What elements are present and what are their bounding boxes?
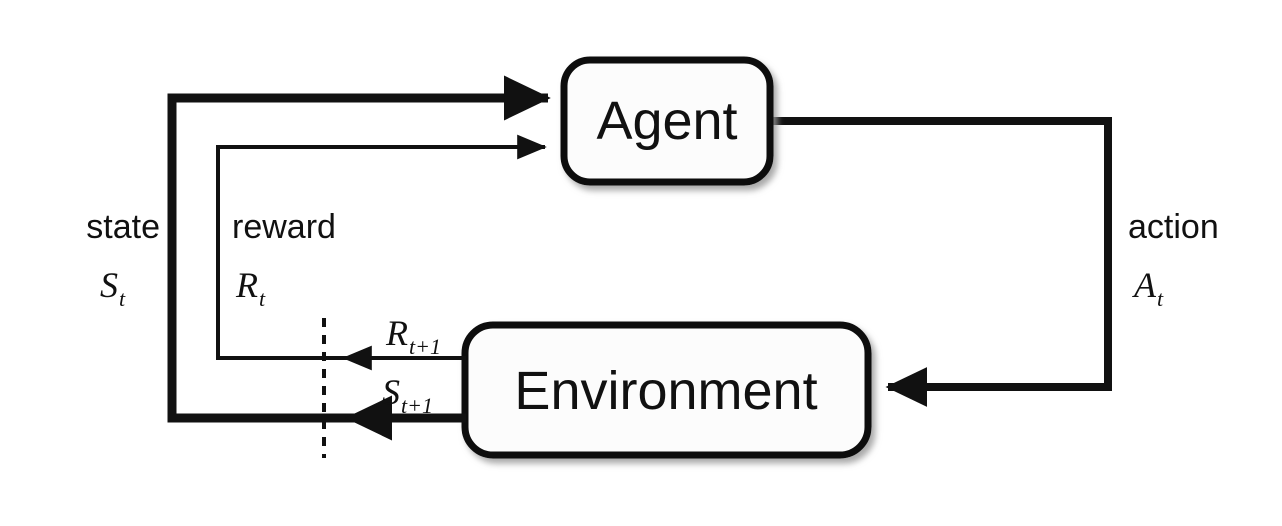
reward-symbol-label: Rt	[235, 265, 266, 311]
action-edge	[770, 117, 1112, 407]
state-label-group: state St	[86, 208, 160, 311]
next-reward-edge: Rt+1	[342, 313, 466, 371]
state-symbol-label: St	[100, 265, 126, 311]
reward-edge-line	[216, 134, 547, 360]
environment-node[interactable]: Environment	[461, 321, 872, 459]
next-reward-symbol: Rt+1	[385, 313, 441, 359]
state-edge-line	[167, 75, 551, 423]
next-state-symbol: St+1	[382, 372, 433, 418]
action-symbol-label: At	[1132, 265, 1164, 311]
next-state-edge: St+1	[345, 372, 466, 441]
agent-node[interactable]: Agent	[560, 56, 774, 186]
reward-edge	[216, 134, 547, 360]
reward-word-label: reward	[232, 208, 336, 246]
action-word-label: action	[1128, 208, 1219, 246]
agent-label: Agent	[596, 91, 737, 151]
state-edge	[167, 75, 551, 423]
action-edge-line	[770, 117, 1112, 407]
reward-label-group: reward Rt	[232, 208, 336, 311]
environment-label: Environment	[514, 361, 817, 421]
state-word-label: state	[86, 208, 160, 246]
agent-box[interactable]	[560, 56, 774, 186]
environment-box[interactable]	[461, 321, 872, 459]
action-label-group: action At	[1128, 208, 1219, 311]
